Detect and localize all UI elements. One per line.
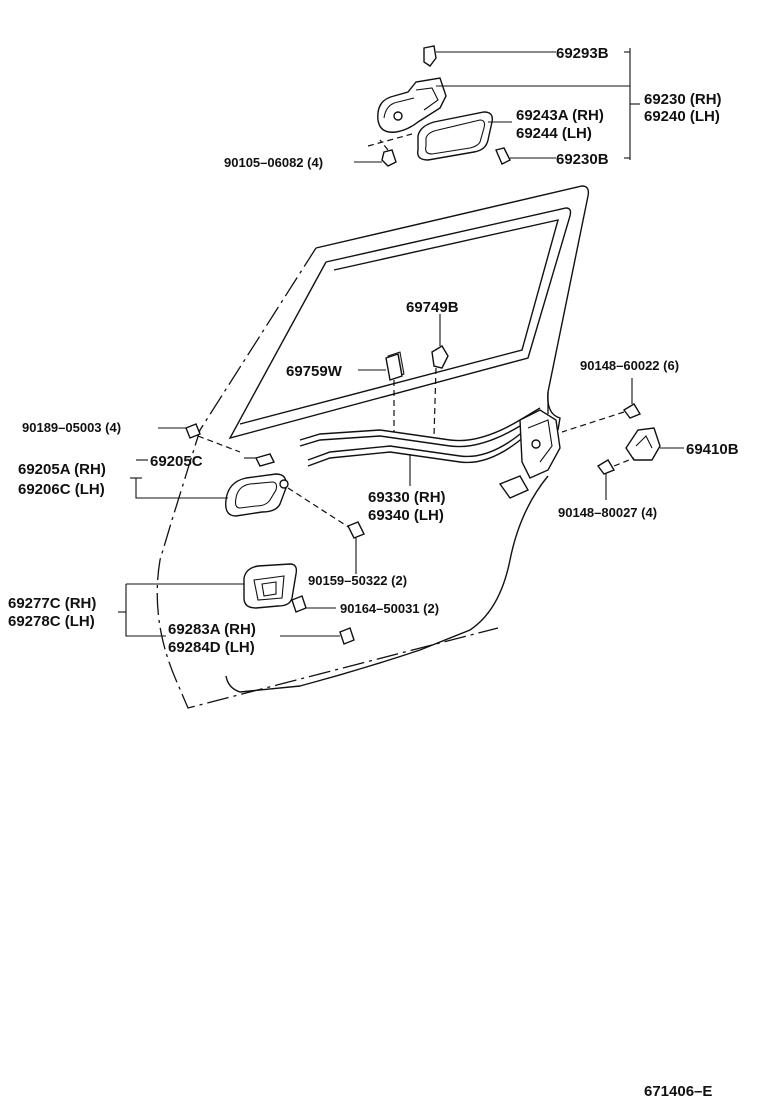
label-69243A: 69243A (RH)	[516, 107, 604, 124]
label-69283A: 69283A (RH)	[168, 621, 256, 638]
label-69759W: 69759W	[286, 363, 343, 380]
label-90105: 90105–06082 (4)	[224, 155, 323, 170]
label-90148-80027: 90148–80027 (4)	[558, 505, 657, 520]
part-labels: 69293B 69230 (RH) 69240 (LH) 69243A (RH)…	[8, 45, 739, 1100]
figure-code: 671406–E	[644, 1083, 712, 1100]
label-90148-60022: 90148–60022 (6)	[580, 358, 679, 373]
label-69240: 69240 (LH)	[644, 108, 720, 125]
label-69244: 69244 (LH)	[516, 125, 592, 142]
label-69749B: 69749B	[406, 299, 459, 316]
label-90189: 90189–05003 (4)	[22, 420, 121, 435]
label-69330: 69330 (RH)	[368, 489, 446, 506]
label-69230B: 69230B	[556, 151, 609, 168]
label-69205C: 69205C	[150, 453, 203, 470]
lock-rod-assembly	[158, 314, 684, 500]
label-69340: 69340 (LH)	[368, 507, 444, 524]
handle-bezel-assembly	[118, 563, 355, 645]
label-90164: 90164–50031 (2)	[340, 601, 439, 616]
door-outline	[156, 185, 590, 709]
label-69230: 69230 (RH)	[644, 91, 722, 108]
label-69293B: 69293B	[556, 45, 609, 62]
label-69205A: 69205A (RH)	[18, 461, 106, 478]
label-69206C: 69206C (LH)	[18, 481, 105, 498]
outside-handle-assembly	[354, 45, 640, 167]
label-69278C: 69278C (LH)	[8, 613, 95, 630]
label-90159: 90159–50322 (2)	[308, 573, 407, 588]
label-69410B: 69410B	[686, 441, 739, 458]
inside-handle-assembly	[130, 453, 365, 574]
label-69284D: 69284D (LH)	[168, 639, 255, 656]
label-69277C: 69277C (RH)	[8, 595, 96, 612]
